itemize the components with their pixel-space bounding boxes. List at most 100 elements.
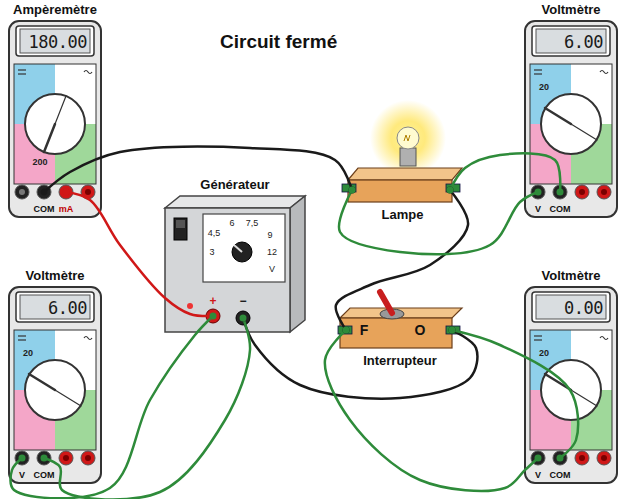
lamp-glow	[370, 100, 446, 176]
voltmeter-body	[9, 287, 101, 483]
generator-top	[165, 196, 305, 208]
printed-label: COM	[549, 470, 572, 480]
diagram-title: Circuit fermé	[220, 30, 337, 54]
printed-label: 7,5	[245, 218, 260, 228]
switch-base-top	[340, 308, 462, 318]
printed-label: V	[18, 470, 26, 480]
generator-side	[290, 196, 305, 332]
printed-label: V	[268, 264, 276, 274]
plug	[240, 315, 247, 322]
generator-knob-mark	[234, 245, 242, 252]
wire	[44, 318, 250, 499]
node-heading: Voltmètre	[524, 267, 618, 285]
plug	[41, 455, 48, 462]
wire	[452, 330, 578, 458]
dial-pointers	[29, 96, 597, 406]
printed-label: 200	[31, 157, 48, 167]
clip	[338, 326, 352, 334]
lamp-base-front	[348, 180, 452, 202]
ammeter-body	[9, 21, 101, 217]
meter-reading: 6.00	[20, 296, 90, 320]
wire	[44, 147, 352, 192]
printed-label: 20	[538, 348, 550, 358]
plug	[449, 327, 456, 334]
printed-label: V	[534, 470, 542, 480]
wire	[243, 318, 477, 399]
printed-label: 20	[538, 82, 550, 92]
voltmeter: Voltmètre 0.00	[524, 266, 618, 484]
plug	[447, 187, 454, 194]
voltmeter: Voltmètre 6.00	[8, 266, 102, 484]
switch-drawing	[338, 292, 462, 348]
wire	[10, 316, 213, 498]
node-heading: Interrupteur	[326, 352, 474, 370]
plug	[210, 313, 217, 320]
voltmeter-pointer	[29, 374, 55, 390]
ammeter: Ampèremètre 180.00	[8, 0, 102, 218]
voltmeter: Voltmètre 6.00	[524, 0, 618, 218]
power-switch	[174, 218, 187, 240]
plug	[240, 315, 247, 322]
plug	[449, 327, 456, 334]
meter-reading: 6.00	[536, 30, 606, 54]
generator-knob	[232, 242, 252, 262]
ammeter-pointer	[44, 124, 55, 152]
printed-label: O	[414, 322, 427, 338]
printed-label: 6	[228, 218, 235, 228]
plug	[535, 189, 542, 196]
generator: Générateur	[156, 176, 314, 336]
plug	[41, 189, 48, 196]
lamp-drawing	[342, 100, 462, 202]
plug	[535, 455, 542, 462]
node-heading: Voltmètre	[524, 1, 618, 19]
negative-terminal	[236, 311, 250, 325]
meter-reading: 0.00	[536, 296, 606, 320]
plug	[349, 187, 356, 194]
switch-base-front	[340, 318, 452, 348]
lamp-bulb	[397, 127, 419, 149]
printed-label: COM	[33, 470, 56, 480]
lamp: Lampe	[336, 100, 469, 222]
plug	[447, 187, 454, 194]
printed-label: V	[534, 204, 542, 214]
plug	[63, 189, 70, 196]
printed-label: 12	[266, 247, 278, 257]
wire	[325, 330, 538, 491]
voltmeter-body	[525, 21, 617, 217]
printed-label: F	[359, 322, 370, 338]
generator-dial-panel	[203, 214, 285, 282]
wire	[336, 190, 468, 330]
node-heading: Générateur	[156, 176, 314, 194]
plug	[343, 327, 350, 334]
knob-ridge	[571, 124, 597, 140]
plug	[557, 455, 564, 462]
printed-label: mA	[58, 204, 75, 214]
terminal-sign: −	[238, 295, 247, 309]
terminal-sign: +	[208, 295, 217, 309]
node-heading: Lampe	[336, 206, 469, 224]
wire	[339, 190, 538, 254]
generator-front	[165, 208, 290, 332]
node-heading: Ampèremètre	[8, 1, 102, 19]
lamp-filament	[404, 135, 410, 141]
power-light	[187, 303, 193, 309]
printed-label: 9	[266, 230, 273, 240]
meter-reading: 180.00	[20, 30, 90, 54]
printed-label: COM	[33, 204, 56, 214]
plug	[210, 313, 217, 320]
plug	[349, 187, 356, 194]
plug	[343, 327, 350, 334]
switch: Interrupteur	[326, 282, 474, 370]
switch-lever	[380, 292, 392, 313]
knob-ridge	[55, 390, 81, 406]
printed-label: 20	[22, 348, 34, 358]
plug	[557, 189, 564, 196]
wire	[450, 153, 560, 192]
knob-ridge	[55, 96, 66, 124]
plug	[19, 455, 26, 462]
node-heading: Voltmètre	[8, 267, 102, 285]
voltmeter-pointer	[545, 108, 571, 124]
